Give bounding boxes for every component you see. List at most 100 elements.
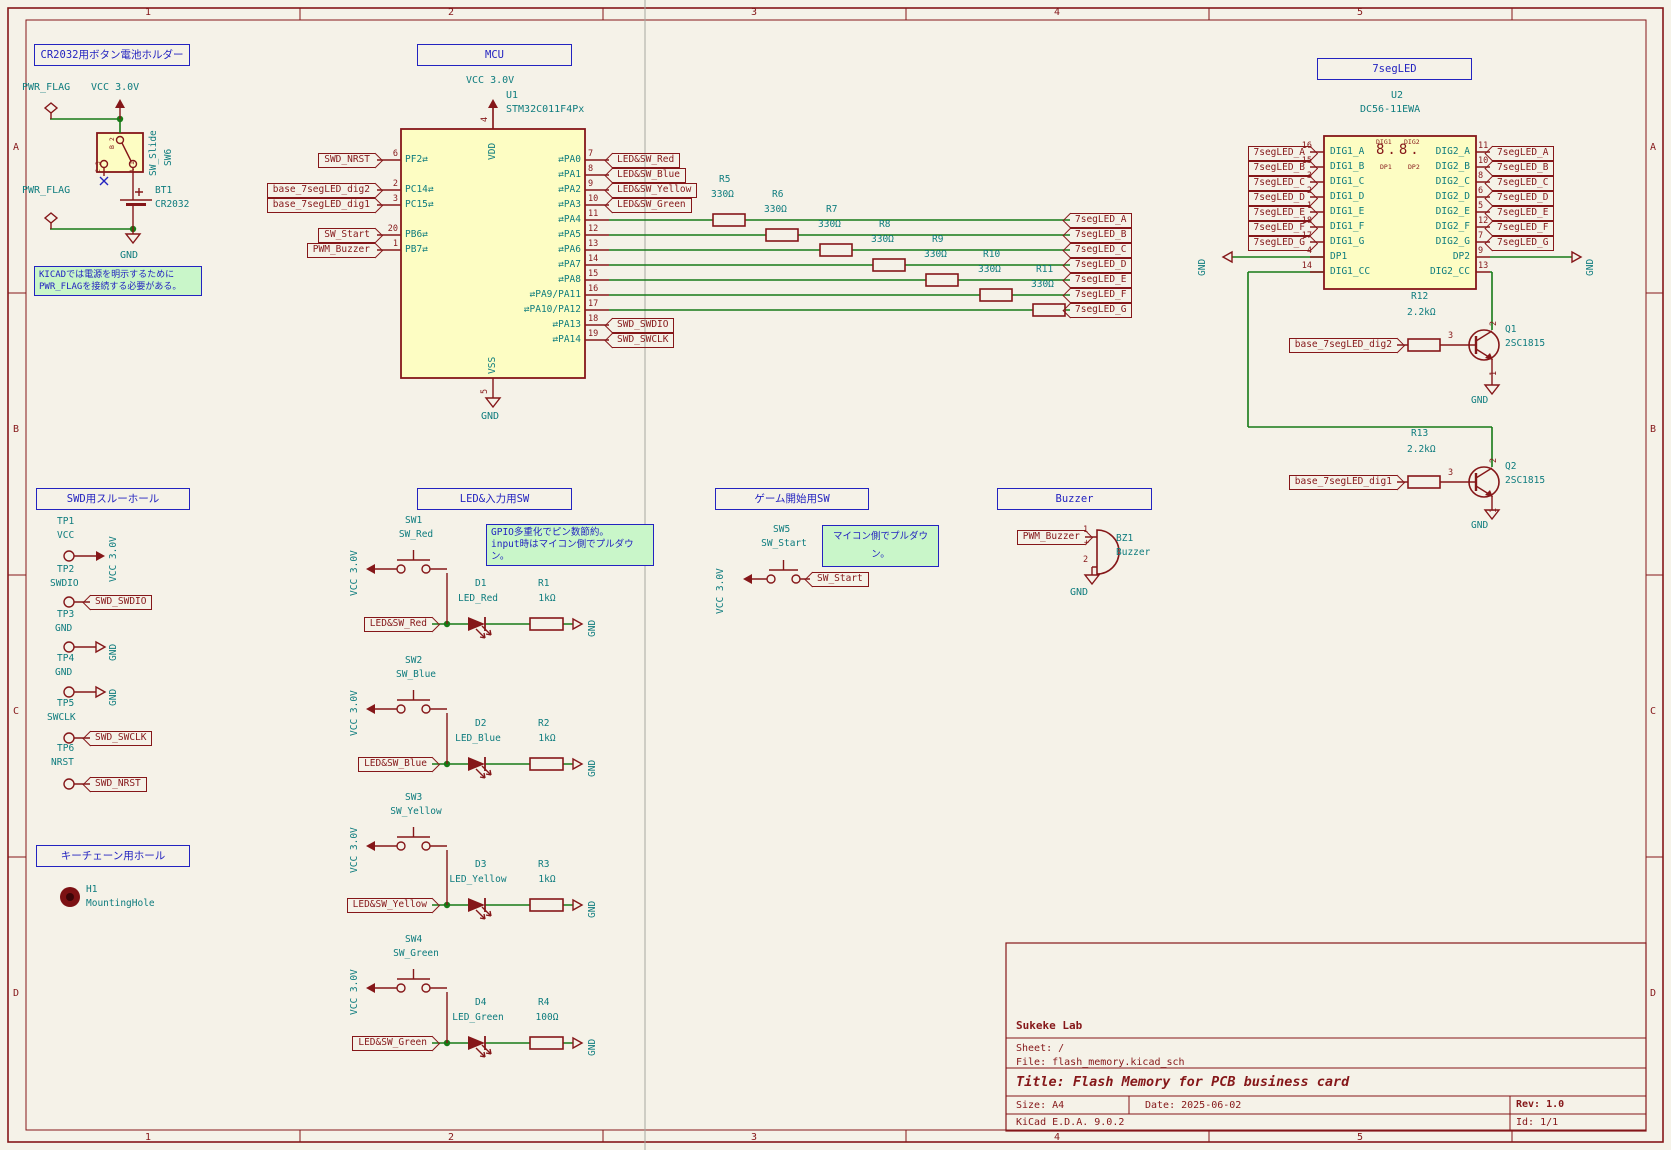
- buzzer-ref: BZ1: [1116, 533, 1134, 544]
- pin-name: DIG1_F: [1330, 221, 1365, 232]
- pin-number: 13: [1478, 261, 1489, 271]
- resistor-value: 330Ω: [924, 249, 947, 260]
- pin-name: DIG2_F: [1435, 221, 1470, 232]
- pin-number: 9: [588, 179, 594, 189]
- led-ref: D1: [475, 578, 487, 589]
- header-ledsw: LED&入力用SW: [417, 488, 572, 510]
- led-ref: D2: [475, 718, 487, 729]
- net-label: base_7segLED_dig2: [1288, 338, 1397, 353]
- resistor-ref: R13: [1411, 428, 1429, 439]
- pwr-flag-label: PWR_FLAG: [22, 185, 71, 196]
- switch-ref: SW4: [405, 934, 423, 945]
- pin-name: DIG1_B: [1330, 161, 1365, 172]
- net-label: 7segLED_E: [1492, 206, 1555, 221]
- titleblock-title: Title: Flash Memory for PCB business car…: [1016, 1074, 1350, 1090]
- pin-name: DIG2_E: [1435, 206, 1470, 217]
- net-label: LED&SW_Yellow: [346, 898, 432, 913]
- pin-number: 17: [588, 299, 599, 309]
- note-pwrflag: KICADでは電源を明示するために PWR_FLAGを接続する必要がある。: [34, 266, 202, 296]
- net-label: LED&SW_Yellow: [612, 183, 698, 198]
- gnd-label: GND: [108, 688, 119, 706]
- resistor-ref: R2: [538, 718, 550, 729]
- pin-number: 16: [588, 284, 599, 294]
- net-label: SW_Start: [318, 228, 375, 243]
- switch-ref: SW5: [773, 524, 791, 535]
- pin-number: 1: [1489, 370, 1499, 376]
- battery-ref: BT1: [155, 185, 173, 196]
- note-line: PWR_FLAGを接続する必要がある。: [39, 282, 182, 292]
- resistor-value: 1kΩ: [538, 874, 556, 885]
- seg7-dp1-mark: DP1: [1380, 163, 1392, 171]
- net-label: SWD_SWCLK: [612, 333, 675, 348]
- net-label: SWD_SWCLK: [90, 731, 153, 746]
- border-row: C: [1650, 706, 1657, 717]
- border-col: 3: [751, 1132, 758, 1143]
- slide-pin: C 3: [94, 161, 102, 173]
- tp-pin: SWCLK: [47, 712, 76, 723]
- resistor-ref: R9: [932, 234, 944, 245]
- titleblock-id: Id: 1/1: [1516, 1117, 1559, 1128]
- resistor-value: 2.2kΩ: [1407, 444, 1436, 455]
- pin-number: 11: [1478, 141, 1489, 151]
- resistor-ref: R10: [983, 249, 1001, 260]
- switch-ref: SW3: [405, 792, 423, 803]
- seg7-value: DC56-11EWA: [1360, 104, 1421, 115]
- pin-name: ⇄PA10/PA12: [523, 304, 581, 315]
- pin-number: 12: [588, 224, 599, 234]
- titleblock-file: File: flash_memory.kicad_sch: [1016, 1057, 1185, 1068]
- net-label: 7segLED_C: [1070, 243, 1133, 258]
- resistor-value: 330Ω: [764, 204, 787, 215]
- titleblock-app: KiCad E.D.A. 9.0.2: [1016, 1117, 1125, 1128]
- pin-name: PB6⇄: [405, 229, 428, 240]
- net-label: LED&SW_Green: [612, 198, 692, 213]
- pin-name: DIG1_C: [1330, 176, 1365, 187]
- pin-name: DP2: [1452, 251, 1470, 262]
- net-label: LED&SW_Red: [363, 617, 432, 632]
- pin-name: DIG1_CC: [1330, 266, 1371, 277]
- net-label: PWM_Buzzer: [1016, 530, 1085, 545]
- net-label: 7segLED_B: [1247, 161, 1310, 176]
- transistor-ref: Q2: [1505, 461, 1517, 472]
- resistor-value: 2.2kΩ: [1407, 307, 1436, 318]
- switch-value: SW_Start: [761, 538, 807, 549]
- transistor-value: 2SC1815: [1505, 338, 1546, 349]
- led-ref: D4: [475, 997, 487, 1008]
- gnd-label: GND: [1585, 258, 1596, 276]
- gnd-label: GND: [1471, 395, 1489, 406]
- resistor-ref: R8: [879, 219, 891, 230]
- border-row: B: [1650, 424, 1657, 435]
- titleblock-rev: Rev: 1.0: [1516, 1099, 1565, 1110]
- header-7segled: 7segLED: [1317, 58, 1472, 80]
- resistor-ref: R7: [826, 204, 838, 215]
- no-connect-icon: [99, 176, 109, 186]
- net-label: base_7segLED_dig1: [266, 198, 375, 213]
- pin-number: 8: [1478, 171, 1484, 181]
- net-label: 7segLED_A: [1247, 146, 1310, 161]
- gnd-label: GND: [1070, 587, 1089, 598]
- pin-name: DIG1_D: [1330, 191, 1365, 202]
- header-battery: CR2032用ボタン電池ホルダー: [34, 44, 190, 66]
- pin-number: 10: [1478, 156, 1489, 166]
- pin-number: 4: [480, 116, 490, 122]
- switch-value: SW_Yellow: [390, 806, 442, 817]
- pin-name: ⇄PA2: [558, 184, 581, 195]
- buzzer-value: Buzzer: [1116, 547, 1151, 558]
- net-label: 7segLED_E: [1070, 273, 1133, 288]
- seg7-dig1-mark: DIG1: [1376, 138, 1392, 146]
- switch-value: SW_Blue: [395, 669, 437, 680]
- transistor-ref: Q1: [1505, 324, 1517, 335]
- gnd-label: GND: [108, 643, 119, 661]
- resistor-ref: R4: [538, 997, 550, 1008]
- net-label: 7segLED_E: [1247, 206, 1310, 221]
- pin-name: ⇄PA14: [552, 334, 581, 345]
- note-pulldown: マイコン側でプルダウン。: [822, 525, 939, 567]
- pin-name: DIG1_A: [1330, 146, 1365, 157]
- slide-pin: A 1: [128, 161, 136, 173]
- gnd-label: GND: [120, 250, 139, 261]
- border-col: 3: [751, 7, 758, 18]
- net-label: 7segLED_G: [1070, 303, 1133, 318]
- resistor-ref: R6: [772, 189, 784, 200]
- net-label: LED&SW_Blue: [612, 168, 686, 183]
- net-label: 7segLED_F: [1070, 288, 1133, 303]
- pin-number: 3: [1448, 331, 1454, 341]
